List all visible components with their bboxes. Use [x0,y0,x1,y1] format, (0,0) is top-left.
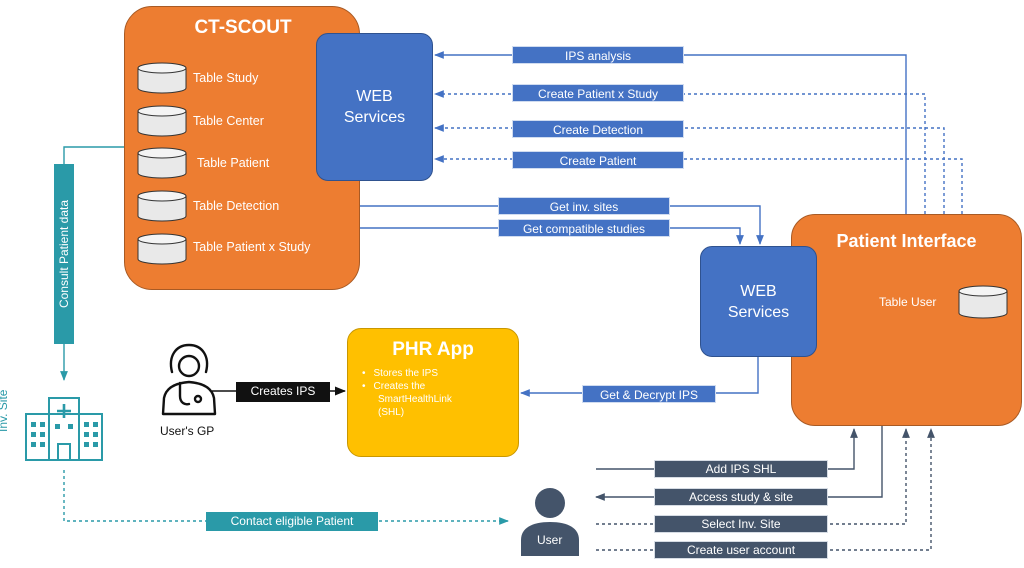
phr-feature: Creates the [362,380,452,393]
web-services-patient: WEB Services [700,246,817,357]
database-icon [137,147,187,179]
phr-app-features: Stores the IPS Creates the SmartHealthLi… [362,367,452,419]
select-inv-site-label: Select Inv. Site [654,515,828,533]
get-compatible-studies-connector [360,227,744,245]
create-patient-label: Create Patient [512,151,684,169]
web-services-label: Services [343,109,406,126]
get-inv-sites-label: Get inv. sites [498,197,670,215]
get-compatible-studies-label: Get compatible studies [498,219,670,237]
consult-patient-data-label: Consult Patient data [54,164,74,344]
contact-eligible-patient-label: Contact eligible Patient [206,512,378,531]
web-services-label: WEB [740,282,777,300]
creates-ips-label: Creates IPS [236,382,330,402]
user-icon [521,488,579,556]
phr-feature: Stores the IPS [362,367,452,380]
get-decrypt-ips-label: Get & Decrypt IPS [582,385,716,403]
hospital-icon [25,397,103,461]
create-detection-label: Create Detection [512,120,684,138]
database-icon [958,285,1008,319]
database-icon [137,62,187,94]
create-patient-connector [434,155,963,214]
patient-interface-container: Patient Interface Table User [791,214,1022,426]
web-services-label: WEB [356,88,393,105]
inv-site-label: Inv. Site [0,389,10,432]
table-patient-label: Table Patient [197,156,270,170]
phr-feature-continuation: (SHL) [378,407,405,418]
ct-scout-title: CT-SCOUT [194,17,292,38]
web-services-ctscout: WEB Services [316,33,433,181]
database-icon [137,190,187,222]
create-user-account-label: Create user account [654,541,828,559]
phr-app-container: PHR App Stores the IPS Creates the Smart… [347,328,519,457]
table-user-label: Table User [879,295,937,309]
user-caption: User [537,533,563,547]
database-icon [137,105,187,137]
phr-app-title: PHR App [392,339,474,360]
database-icon [137,233,187,265]
access-study-site-label: Access study & site [654,488,828,506]
create-detection-connector [434,124,945,214]
ips-analysis-label: IPS analysis [512,46,684,64]
contact-eligible-patient-connector [63,470,509,525]
web-services-label: Services [727,303,790,321]
table-patient-study-label: Table Patient x Study [193,240,311,254]
get-inv-sites-connector [360,205,764,245]
gp-caption: User's GP [160,424,215,438]
table-detection-label: Table Detection [193,199,280,213]
table-center-label: Table Center [193,114,264,128]
patient-interface-title: Patient Interface [836,231,977,251]
consult-patient-data-text: Consult Patient data [57,199,71,309]
doctor-icon [161,343,217,416]
create-user-account-connector [596,428,935,551]
add-ips-shl-label: Add IPS SHL [654,460,828,478]
phr-feature-continuation: SmartHealthLink [378,394,452,405]
table-study-label: Table Study [193,71,259,85]
create-patient-study-label: Create Patient x Study [512,84,684,102]
